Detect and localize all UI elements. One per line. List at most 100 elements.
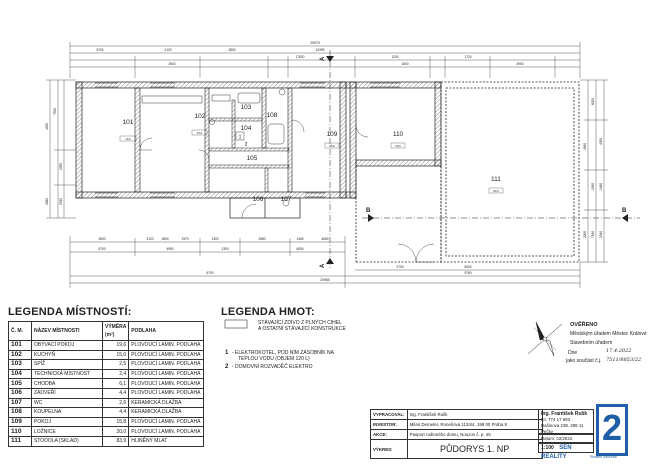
room-legend-header: Č. M. NÁZEV MÍSTNOSTI VÝMĚRA (m²) PODLAH… <box>8 321 204 341</box>
room-label-106: 106 <box>253 196 264 203</box>
dim-label: 5700 <box>98 247 105 251</box>
dim-label: 7180 <box>591 231 595 238</box>
walls-vestibule <box>229 197 301 219</box>
room-floor-cell: PLOVOUCÍ LAMIN. PODLAHA <box>128 359 204 370</box>
section-mark-a-bottom: A <box>320 263 326 268</box>
title-row-action: AKCE: Pasport rodinného domu, Nouzov č. … <box>370 429 543 440</box>
verification-ref-value: 7511/8853/22 <box>606 357 642 363</box>
room-label-101: 101 <box>123 119 134 126</box>
material-legend-title: LEGENDA HMOT: <box>221 306 315 318</box>
marker-switchboard: 2 <box>245 142 248 148</box>
verification-title: OVĚŘENO <box>570 322 598 328</box>
header-area: VÝMĚRA (m²) <box>101 321 130 341</box>
dim-label: 1950 <box>591 183 595 190</box>
author-stamp: Ing. František Rulík tel. 774 17 693 Raš… <box>538 409 594 434</box>
dimension-lines-bottom <box>69 236 581 288</box>
room-area-cell: 20,0 <box>101 426 130 437</box>
room-area-cell: 83,9 <box>101 435 130 447</box>
dim-label: 5700 <box>96 48 103 52</box>
dim-label: 17920 <box>296 55 305 59</box>
brand-logo-icon <box>596 404 628 456</box>
date-value: 02/2022 <box>556 436 573 441</box>
title-row-drawing: VÝKRES: PŮDORYS 1. NP <box>370 439 543 459</box>
dim-label: 2120 <box>146 237 153 241</box>
room-floor-cell: PLOVOUCÍ LAMIN. PODLAHA <box>128 368 204 380</box>
room-floor-cell: PLOVOUCÍ LAMIN. PODLAHA <box>128 340 204 351</box>
room-area-cell: 2,6 <box>101 397 130 409</box>
room-floor-cell: PLOVOUCÍ LAMIN. PODLAHA <box>128 416 204 428</box>
action-value: Pasport rodinného domu, Nouzov č. p. 45 <box>406 429 543 440</box>
dim-label: 6700 <box>206 271 213 275</box>
room-area-110: 20,0 <box>395 144 401 148</box>
room-name-cell: POKOJ <box>31 416 103 428</box>
room-num-cell: 103 <box>8 359 32 370</box>
dim-label: 4560 <box>583 143 587 150</box>
date-label: Datum: <box>541 436 556 441</box>
plan-legend-markers: 1 2 <box>235 131 248 148</box>
dim-label: 2580 <box>258 237 265 241</box>
dim-label: 4050 <box>599 138 603 145</box>
dim-label: 1480 <box>599 183 603 190</box>
room-label-110: 110 <box>393 131 404 138</box>
room-floor-cell: HLINĚNÝ MLAT <box>128 435 204 447</box>
room-area-cell: 2,4 <box>101 368 130 380</box>
room-name-cell: OBÝVACÍ POKOJ <box>31 340 103 351</box>
room-area-cell: 4,4 <box>101 407 130 418</box>
dim-label: 1300 <box>221 247 228 251</box>
room-num-cell: 102 <box>8 349 32 361</box>
room-area-102: 15,0 <box>197 131 203 135</box>
room-area-101: 19,6 <box>125 137 131 141</box>
room-label-107: 107 <box>281 196 292 203</box>
room-area-cell: 6,1 <box>101 378 130 389</box>
dim-label: 1970 <box>181 237 188 241</box>
room-area-cell: 15,8 <box>101 416 130 428</box>
legend-item1-line1: - ELEKTROKOTEL, POD NÍM ZÁSOBNÍK NA <box>232 350 334 356</box>
room-area-cell: 15,0 <box>101 349 130 361</box>
room-label-108: 108 <box>267 112 278 119</box>
door-swings <box>139 119 435 263</box>
brand-subtitle: Realitní kancelář <box>590 455 617 459</box>
wall-desc-line2: A OSTATNÍ STÁVAJÍCÍ KONSTRUKCE <box>258 326 346 332</box>
header-floor: PODLAHA <box>128 321 204 341</box>
verification-line2: Stavebním úřadem <box>570 340 613 346</box>
section-lines <box>329 50 640 268</box>
wall-desc-line1: STÁVAJÍCÍ ZDIVO Z PLNÝCH CIHEL <box>258 320 342 326</box>
dim-label: 9760 <box>464 271 471 275</box>
author-value: Ing. František Rulík <box>406 409 543 420</box>
room-name-cell: KUCHYŇ <box>31 349 103 361</box>
room-legend-title: LEGENDA MÍSTNOSTÍ: <box>8 306 132 318</box>
dim-label: 1720 <box>464 55 471 59</box>
verification-date-label: Dne <box>568 350 578 356</box>
room-name-cell: SPÍŽ <box>31 359 103 370</box>
investor-value: Milan Demeter, Ronešova 1134/4, 198 00 P… <box>406 419 543 430</box>
windows <box>95 82 400 198</box>
title-row-investor: INVESTOR: Milan Demeter, Ronešova 1134/4… <box>370 419 543 430</box>
room-name-cell: LOŽNICE <box>31 426 103 437</box>
room-label-109: 109 <box>327 131 338 138</box>
dim-label: 4950 <box>45 123 49 130</box>
dim-label: 2700 <box>396 265 403 269</box>
walls-barn <box>355 81 580 263</box>
room-floor-cell: PLOVOUCÍ LAMIN. PODLAHA <box>128 378 204 389</box>
dim-label: 2800 <box>228 48 235 52</box>
dim-label: 8000 <box>464 265 471 269</box>
section-mark-b-left: B <box>366 208 371 214</box>
room-area-cell: 4,4 <box>101 387 130 399</box>
legend-item1-number: 1 <box>225 350 229 356</box>
room-area-111: 83,9 <box>493 189 499 193</box>
legend-item2-number: 2 <box>225 364 229 370</box>
author-stamp-address: Rašinova 238, 289 11 Pečky <box>541 423 584 434</box>
room-name-cell: CHODBA <box>31 378 103 389</box>
room-name-cell: STODOLA (SKLAD) <box>31 435 103 447</box>
room-area-109: 15,8 <box>329 144 335 148</box>
room-floor-cell: KERAMICKÁ DLAŽBA <box>128 397 204 409</box>
dim-total-bottom: 20980 <box>320 278 330 282</box>
dim-label: 2120 <box>164 48 171 52</box>
verification-ref-label: jako součást č.j. <box>566 358 602 364</box>
dim-total-top: 20970 <box>310 41 320 45</box>
